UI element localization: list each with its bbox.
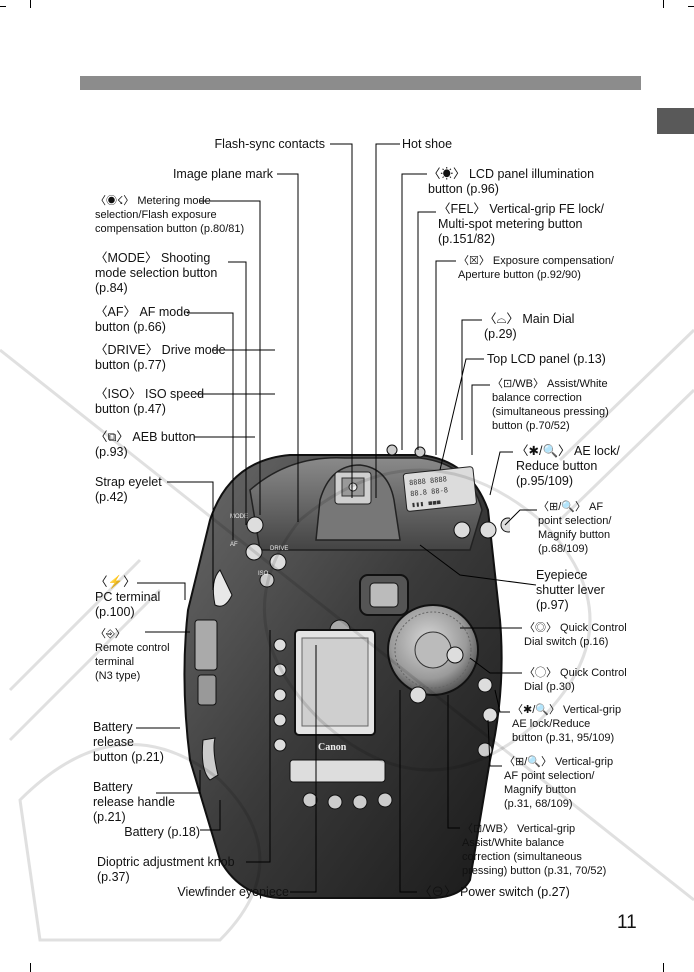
label-drive: 〈DRIVE〉 Drive mode button (p.77): [95, 343, 226, 372]
page-number: 11: [617, 912, 637, 933]
brand-logo: Canon: [318, 742, 347, 753]
svg-text:8888 8888: 8888 8888: [409, 475, 448, 487]
label-power-switch: 〈⊖〉 Power switch (p.27): [419, 885, 570, 899]
chapter-tab: [657, 108, 694, 134]
label-metering: 〈◉☇〉 Metering mode selection/Flash expos…: [95, 195, 245, 235]
header-bar: [80, 76, 641, 90]
camera-illustration: 8888 8888 88.8 88-8 ▮▮▮ ◼◼◼ MODE AF DRIV…: [183, 444, 510, 899]
label-af-mode: 〈AF〉 AF mode button (p.66): [95, 305, 191, 334]
label-hot-shoe: Hot shoe: [402, 137, 453, 151]
label-main-dial: 〈⌓〉 Main Dial (p.29): [484, 312, 575, 341]
label-qc-dial: 〈◯〉 Quick Control Dial (p.30): [524, 667, 627, 693]
label-battery: Battery (p.18): [124, 825, 200, 839]
label-aeb: 〈⧉〉 AEB button (p.93): [95, 430, 196, 459]
label-assist-wb: 〈⊡/WB〉 Assist/White balance correction (…: [492, 378, 609, 432]
crop-mark: [30, 0, 31, 8]
svg-text:88.8 88-8: 88.8 88-8: [410, 486, 449, 498]
label-af-point: 〈⊞/🔍〉 AF point selection/ Magnify button…: [538, 501, 612, 555]
crop-mark: [663, 0, 664, 8]
label-strap-eyelet: Strap eyelet (p.42): [95, 475, 162, 504]
label-top-lcd: Top LCD panel (p.13): [487, 352, 606, 366]
label-fel: 〈FEL〉 Vertical-grip FE lock/ Multi-spot …: [438, 202, 605, 246]
label-exposure-comp: 〈☒〉 Exposure compensation/ Aperture butt…: [458, 255, 614, 281]
af-mark: AF: [230, 542, 238, 548]
label-remote: 〈⎆〉 Remote control terminal (N3 type): [95, 628, 170, 682]
label-vg-ae-lock: 〈✱/🔍〉 Vertical-grip AE lock/Reduce butto…: [512, 704, 622, 744]
label-flash-sync: Flash-sync contacts: [214, 137, 325, 151]
iso-mark: ISO: [258, 571, 269, 577]
crop-mark: [663, 963, 664, 972]
label-dioptric: Dioptric adjustment knob (p.37): [97, 855, 235, 884]
drive-mark: DRIVE: [270, 546, 288, 552]
label-ae-lock: 〈✱/🔍〉 AE lock/ Reduce button (p.95/109): [516, 444, 620, 488]
label-vg-af-point: 〈⊞/🔍〉 Vertical-grip AF point selection/ …: [504, 756, 614, 810]
label-pc-terminal: 〈⚡〉 PC terminal (p.100): [95, 575, 161, 619]
label-qc-switch: 〈◎〉 Quick Control Dial switch (p.16): [524, 622, 627, 648]
label-eyepiece-shutter: Eyepiece shutter lever (p.97): [536, 568, 605, 612]
label-viewfinder: Viewfinder eyepiece: [177, 885, 289, 899]
label-battery-release: Battery release button (p.21): [93, 720, 164, 764]
crop-mark: [30, 963, 31, 972]
label-iso: 〈ISO〉 ISO speed button (p.47): [95, 387, 205, 416]
label-mode: 〈MODE〉 Shooting mode selection button (p…: [95, 251, 218, 295]
label-lcd-illumination: 〈☀〉 LCD panel illumination button (p.96): [428, 167, 595, 196]
mode-mark: MODE: [230, 514, 248, 520]
crop-mark: [688, 6, 694, 7]
label-vg-assist: 〈⊡/WB〉 Vertical-grip Assist/White balanc…: [462, 823, 607, 877]
label-image-plane: Image plane mark: [172, 167, 273, 181]
crop-mark: [0, 6, 6, 7]
label-battery-handle: Battery release handle (p.21): [93, 780, 176, 824]
svg-text:▮▮▮ ◼◼◼: ▮▮▮ ◼◼◼: [411, 498, 441, 509]
